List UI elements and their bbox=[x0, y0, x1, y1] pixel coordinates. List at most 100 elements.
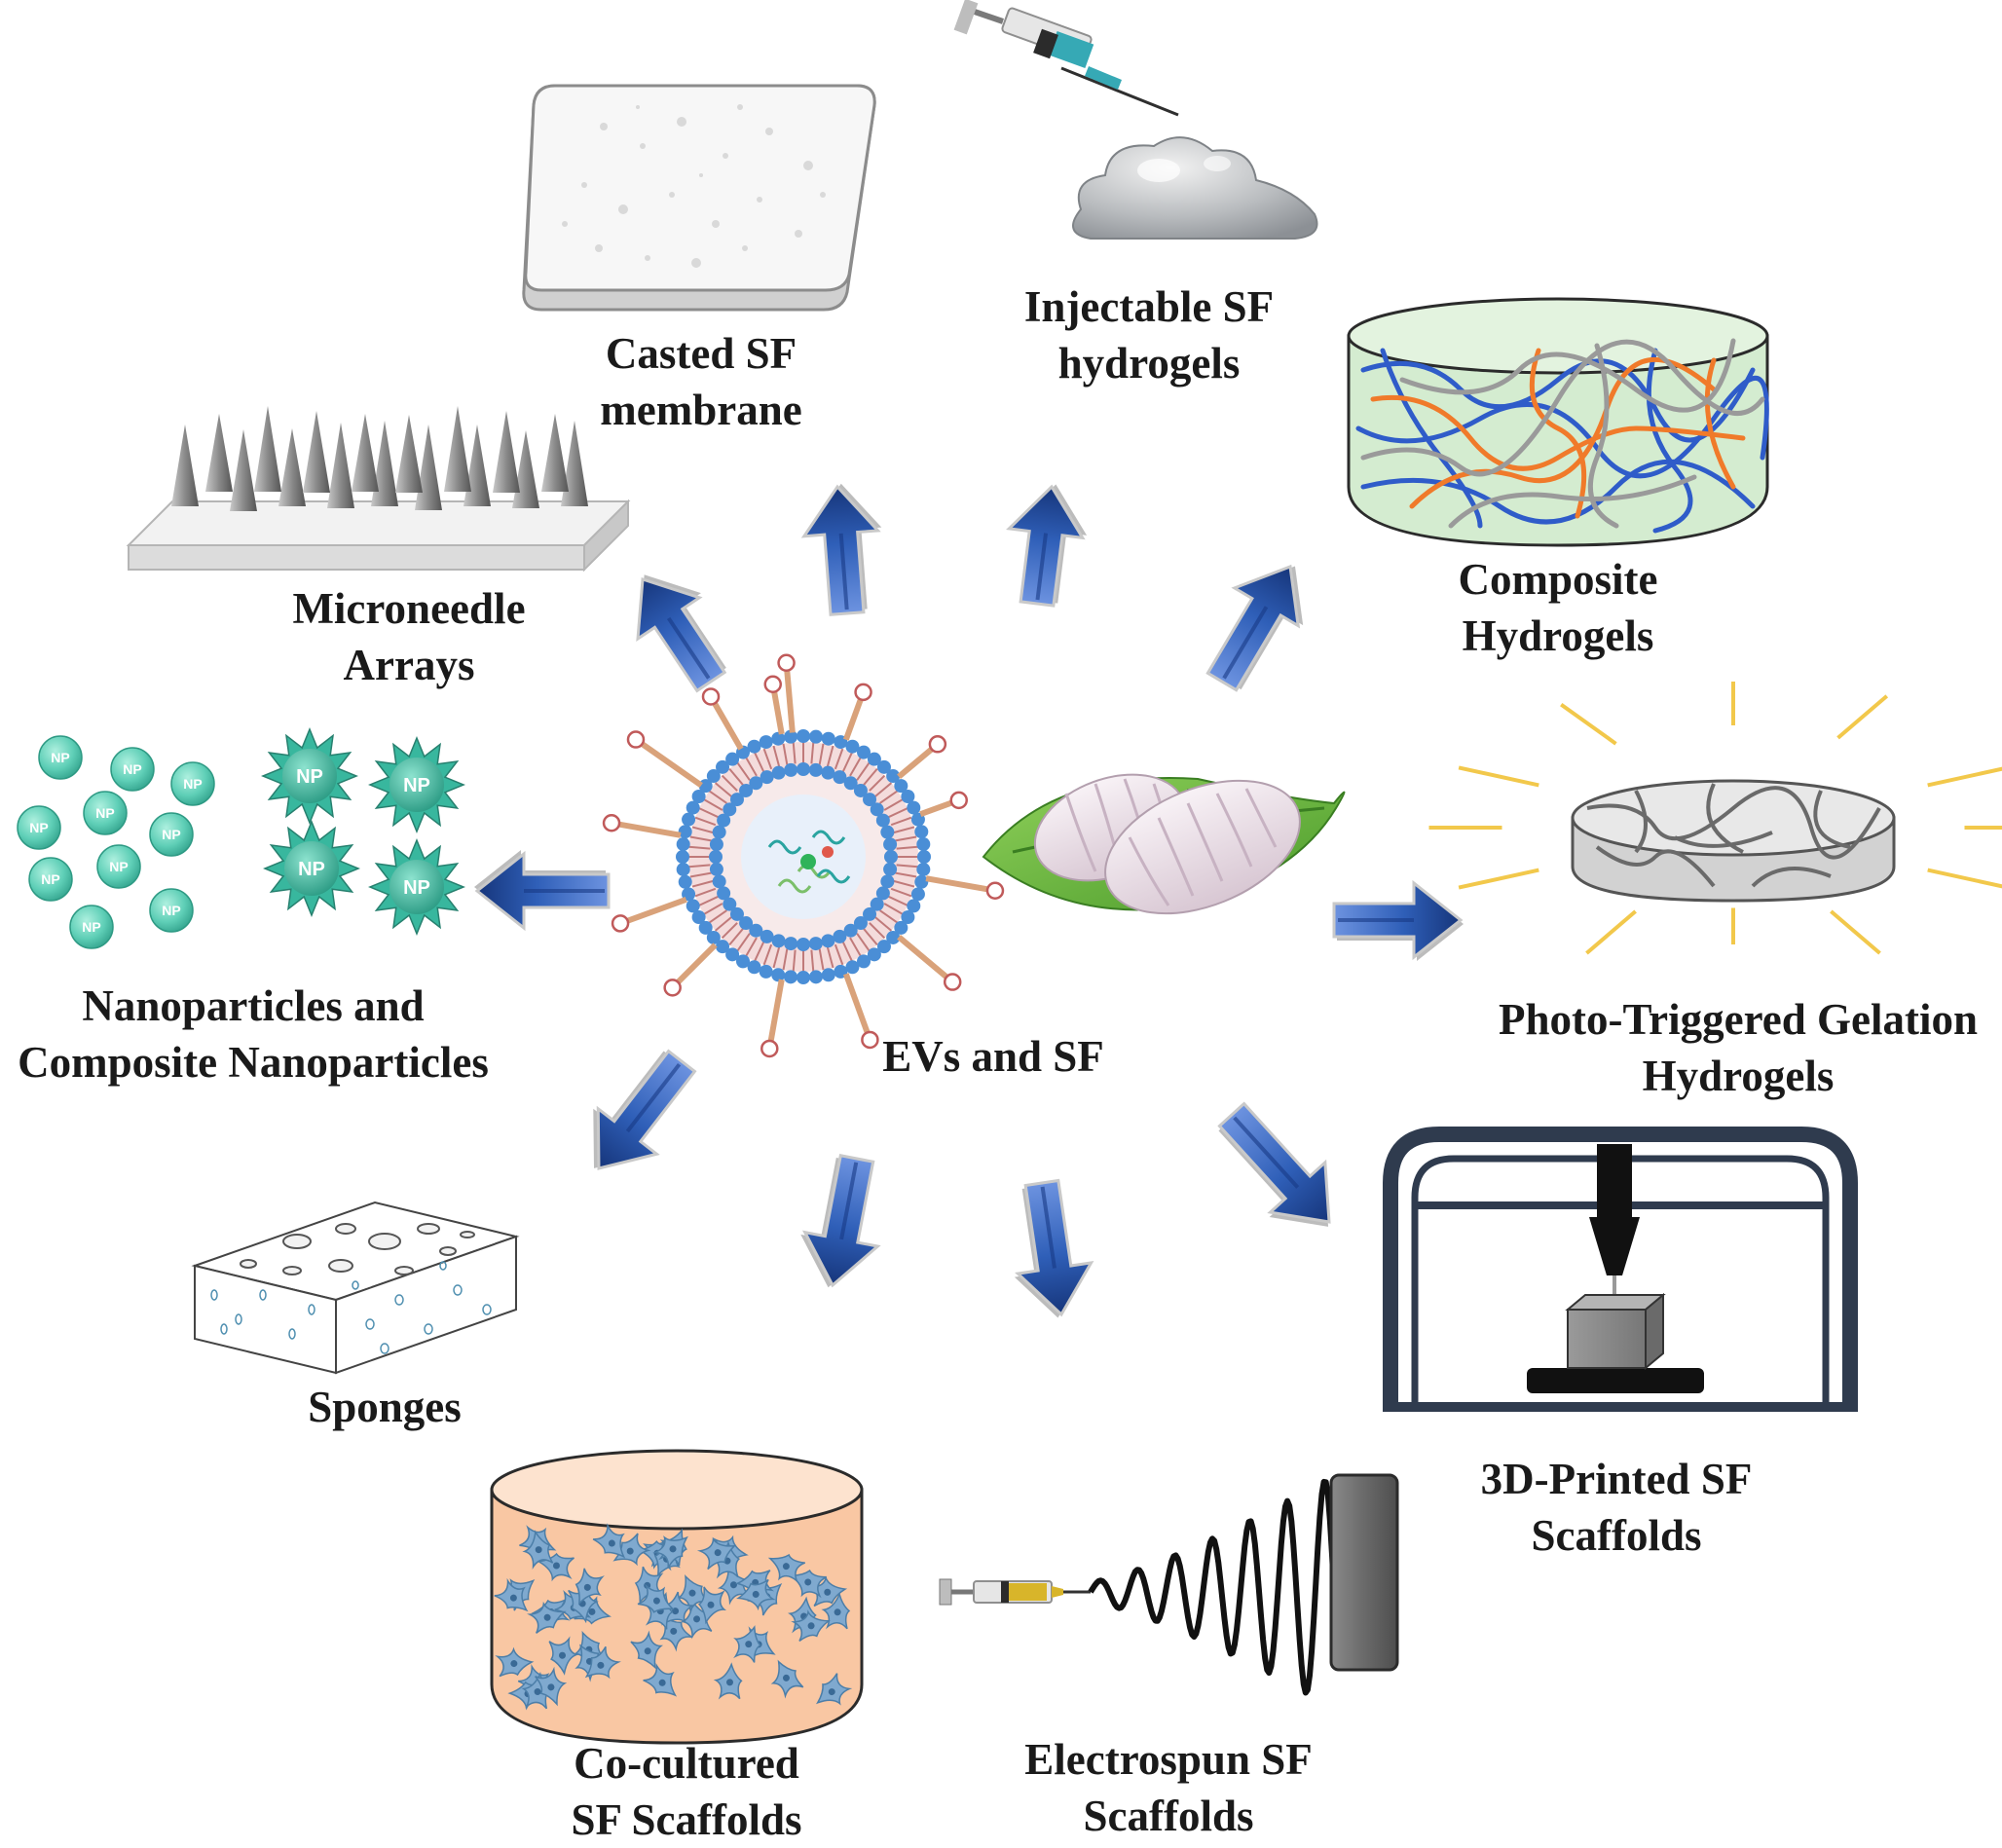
label-line: hydrogels bbox=[1003, 335, 1295, 391]
nanoparticle-sphere: NP bbox=[84, 792, 127, 834]
label-cocultured-sf-scaffolds: Co-cultured SF Scaffolds bbox=[545, 1735, 828, 1848]
composite-nanoparticle-spiky: NP bbox=[370, 738, 463, 832]
surface-protein bbox=[665, 945, 716, 996]
surface-protein bbox=[628, 732, 701, 786]
surface-protein bbox=[612, 900, 686, 932]
surface-protein bbox=[765, 677, 782, 734]
microneedle bbox=[493, 411, 520, 493]
composite-hydrogel-illustration bbox=[1349, 299, 1767, 545]
nanoparticle-sphere: NP bbox=[171, 762, 214, 805]
label-injectable-sf-hydrogels: Injectable SF hydrogels bbox=[1003, 278, 1295, 391]
microneedle bbox=[415, 425, 442, 510]
composite-nanoparticle-spiky: NP bbox=[265, 822, 358, 915]
casted-membrane-illustration bbox=[524, 86, 874, 310]
arrows-group bbox=[474, 479, 1464, 1323]
flow-arrow bbox=[1202, 1090, 1358, 1251]
label-nanoparticles: Nanoparticles and Composite Nanoparticle… bbox=[0, 978, 506, 1090]
microneedles bbox=[171, 406, 588, 511]
svg-text:NP: NP bbox=[82, 919, 100, 935]
nanoparticle-sphere: NP bbox=[29, 858, 72, 901]
light-ray bbox=[1459, 767, 1539, 785]
nanoparticle-sphere: NP bbox=[111, 748, 154, 791]
label-photo-triggered-gelation-hydrogels: Photo-Triggered Gelation Hydrogels bbox=[1475, 991, 2001, 1104]
light-ray bbox=[1459, 870, 1539, 888]
nanoparticle-sphere: NP bbox=[39, 736, 82, 779]
surface-protein bbox=[899, 736, 945, 776]
nanoparticle-sphere: NP bbox=[150, 889, 193, 932]
label-line: Scaffolds bbox=[1470, 1507, 1762, 1564]
silk-cocoon-illustration bbox=[983, 755, 1345, 940]
surface-protein bbox=[926, 878, 1003, 899]
surface-protein bbox=[604, 815, 681, 835]
nanoparticle-sphere: NP bbox=[18, 806, 60, 849]
svg-text:NP: NP bbox=[41, 871, 59, 887]
composite-nanoparticle-spiky: NP bbox=[263, 729, 356, 823]
surface-protein bbox=[920, 793, 966, 814]
nanoparticle-sphere: NP bbox=[150, 813, 193, 856]
label-3d-printed-sf-scaffolds: 3D-Printed SF Scaffolds bbox=[1470, 1451, 1762, 1564]
label-line: 3D-Printed SF bbox=[1470, 1451, 1762, 1507]
label-electrospun-sf-scaffolds: Electrospun SF Scaffolds bbox=[1003, 1731, 1334, 1844]
flow-arrow bbox=[1001, 1177, 1098, 1323]
light-ray bbox=[1586, 911, 1635, 953]
svg-text:NP: NP bbox=[123, 761, 141, 777]
light-ray bbox=[1928, 870, 2002, 888]
svg-text:NP: NP bbox=[403, 775, 430, 796]
microneedle bbox=[171, 425, 199, 506]
surface-protein bbox=[761, 979, 782, 1056]
label-line: Sponges bbox=[253, 1379, 516, 1435]
label-line: Nanoparticles and bbox=[0, 978, 506, 1034]
flow-arrow bbox=[1190, 545, 1326, 702]
photo-triggered-hydrogel-illustration bbox=[1429, 682, 2002, 953]
microneedle bbox=[278, 428, 306, 506]
label-center-evs-and-sf: EVs and SF bbox=[847, 1028, 1139, 1085]
microneedle bbox=[205, 414, 233, 492]
label-line: Injectable SF bbox=[1003, 278, 1295, 335]
microneedle bbox=[327, 423, 354, 508]
svg-text:NP: NP bbox=[162, 903, 180, 918]
microneedle bbox=[512, 430, 539, 508]
flow-arrow bbox=[474, 850, 609, 928]
light-ray bbox=[1561, 705, 1615, 744]
label-line: Co-cultured bbox=[545, 1735, 828, 1792]
svg-text:NP: NP bbox=[298, 859, 325, 880]
extracellular-vesicle-illustration bbox=[604, 655, 1003, 1056]
label-line: SF Scaffolds bbox=[545, 1792, 828, 1848]
label-line: Casted SF bbox=[545, 325, 857, 382]
label-line: Composite Nanoparticles bbox=[0, 1034, 506, 1090]
flow-arrow bbox=[611, 554, 745, 702]
microneedle bbox=[352, 414, 379, 492]
microneedle bbox=[254, 406, 281, 492]
microneedle bbox=[395, 415, 423, 493]
cocultured-scaffold-illustration bbox=[492, 1451, 862, 1743]
surface-protein bbox=[846, 684, 871, 740]
svg-text:NP: NP bbox=[95, 805, 114, 821]
label-line: Arrays bbox=[263, 637, 555, 693]
surface-protein bbox=[703, 688, 741, 749]
light-ray bbox=[1928, 767, 2002, 785]
svg-text:NP: NP bbox=[296, 766, 323, 788]
microneedle bbox=[303, 411, 330, 493]
flow-arrow bbox=[792, 1151, 893, 1295]
label-line: Photo-Triggered Gelation bbox=[1475, 991, 2001, 1048]
microneedle bbox=[463, 425, 491, 506]
light-ray bbox=[1831, 911, 1879, 953]
label-microneedle-arrays: Microneedle Arrays bbox=[263, 580, 555, 693]
label-line: Scaffolds bbox=[1003, 1788, 1334, 1844]
svg-text:NP: NP bbox=[51, 750, 69, 765]
label-line: Hydrogels bbox=[1412, 608, 1704, 664]
svg-text:NP: NP bbox=[183, 776, 202, 792]
label-line: EVs and SF bbox=[847, 1028, 1139, 1085]
microneedle bbox=[230, 429, 257, 511]
microneedle bbox=[371, 421, 398, 506]
label-composite-hydrogels: Composite Hydrogels bbox=[1412, 551, 1704, 664]
label-sponges: Sponges bbox=[253, 1379, 516, 1435]
label-line: membrane bbox=[545, 382, 857, 438]
composite-nanoparticle-spiky: NP bbox=[370, 840, 463, 934]
label-line: Microneedle bbox=[263, 580, 555, 637]
nanoparticle-sphere: NP bbox=[97, 845, 140, 888]
flow-arrow bbox=[1334, 883, 1464, 961]
surface-protein bbox=[899, 937, 960, 989]
svg-text:NP: NP bbox=[403, 877, 430, 899]
